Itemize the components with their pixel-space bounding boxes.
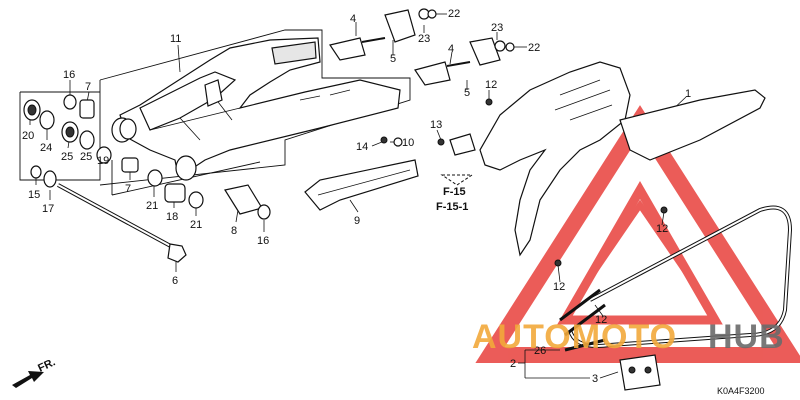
callout-5-top: 5: [390, 53, 396, 65]
callout-12-c: 12: [553, 281, 565, 293]
callout-7-top: 7: [85, 81, 91, 93]
callout-9: 9: [354, 215, 360, 227]
callout-5-right: 5: [464, 87, 470, 99]
chain-guard: [437, 61, 766, 267]
callout-6: 6: [172, 275, 178, 287]
callout-16-top: 16: [63, 69, 75, 81]
watermark-hub: HUB: [708, 318, 785, 356]
callout-4-right: 4: [448, 43, 454, 55]
callout-12-d: 12: [595, 314, 607, 326]
callout-11: 11: [170, 33, 181, 45]
swingarm: [119, 37, 401, 176]
front-label: FR.: [36, 356, 57, 374]
callout-20: 20: [22, 130, 34, 142]
watermark-auto: AUTOMOTO: [472, 318, 677, 356]
callout-26: 26: [534, 345, 546, 357]
callout-22-right: 22: [528, 42, 540, 54]
callout-19: 19: [97, 155, 109, 167]
drive-chain: [559, 205, 793, 352]
callout-18: 18: [166, 211, 178, 223]
callout-23-top: 23: [418, 33, 430, 45]
collars-and-bushings: [121, 157, 271, 220]
callout-14: 14: [356, 141, 368, 153]
callout-23-right: 23: [491, 22, 503, 34]
callout-3: 3: [592, 373, 598, 385]
callout-15: 15: [28, 189, 40, 201]
callout-12-b: 12: [656, 223, 668, 235]
callout-8: 8: [231, 225, 237, 237]
callout-13: 13: [430, 119, 442, 131]
callout-1: 1: [685, 88, 691, 100]
callout-7-bottom: 7: [125, 183, 131, 195]
callout-12-a: 12: [485, 79, 497, 91]
callout-21-b: 21: [190, 219, 202, 231]
left-bearing-stack: [23, 94, 112, 188]
pivot-bolt: [57, 183, 187, 263]
callout-22-top: 22: [448, 8, 460, 20]
callout-4-top: 4: [350, 13, 356, 25]
chain-slider: [304, 159, 419, 211]
callout-10: 10: [402, 137, 414, 149]
diagram-code: K0A4F3200: [717, 386, 765, 396]
callout-2: 2: [510, 358, 516, 370]
chain-joint: [619, 354, 661, 391]
ref-f15: F-15: [443, 186, 466, 198]
swingarm-pivot-collars: [111, 117, 197, 181]
callout-21-a: 21: [146, 200, 158, 212]
ref-f15-1: F-15-1: [436, 201, 468, 213]
reference-marks: F-15 F-15-1: [436, 174, 474, 213]
slider-bolts: [380, 136, 403, 147]
front-direction-arrow: FR.: [12, 356, 57, 388]
callout-17: 17: [42, 203, 54, 215]
callout-labels: 1 2 3 4 4 5 5 6 7 7 8 9 10 11 12 12 12 1…: [22, 8, 691, 385]
callout-24: 24: [40, 142, 52, 154]
chain-adjusters: [329, 8, 515, 86]
callout-25-a: 25: [61, 151, 73, 163]
callout-16-bottom: 16: [257, 235, 269, 247]
watermark-text: AUTOMOTO HUB: [472, 318, 785, 356]
callout-25-b: 25: [80, 151, 92, 163]
